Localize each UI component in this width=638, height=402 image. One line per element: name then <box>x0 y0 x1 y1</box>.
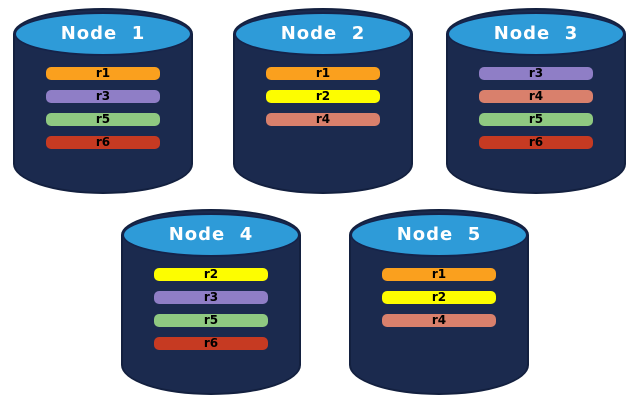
database-node-1: Node 1 r1 r3 r5 r6 <box>13 8 193 194</box>
replica-bar-r4: r4 <box>479 90 593 103</box>
node-label: Node 3 <box>493 22 579 44</box>
replica-bar-r3: r3 <box>154 291 268 304</box>
database-node-2: Node 2 r1 r2 r4 <box>233 8 413 194</box>
node-label: Node 4 <box>168 223 254 245</box>
replica-list: r3 r4 r5 r6 <box>479 67 593 149</box>
replica-bar-r5: r5 <box>154 314 268 327</box>
replica-bar-r5: r5 <box>46 113 160 126</box>
replica-bar-r4: r4 <box>382 314 496 327</box>
cylinder-cap: Node 3 <box>447 12 625 56</box>
replica-bar-r6: r6 <box>479 136 593 149</box>
replica-list: r2 r3 r5 r6 <box>154 268 268 350</box>
database-node-3: Node 3 r3 r4 r5 r6 <box>446 8 626 194</box>
replica-bar-r3: r3 <box>46 90 160 103</box>
cylinder-cap: Node 2 <box>234 12 412 56</box>
replica-bar-r6: r6 <box>46 136 160 149</box>
replica-bar-r6: r6 <box>154 337 268 350</box>
database-node-5: Node 5 r1 r2 r4 <box>349 209 529 395</box>
replica-list: r1 r2 r4 <box>266 67 380 126</box>
replica-bar-r1: r1 <box>266 67 380 80</box>
replica-bar-r5: r5 <box>479 113 593 126</box>
node-label: Node 1 <box>60 22 146 44</box>
cylinder-cap: Node 1 <box>14 12 192 56</box>
replica-bar-r4: r4 <box>266 113 380 126</box>
cylinder-cap: Node 4 <box>122 213 300 257</box>
database-node-4: Node 4 r2 r3 r5 r6 <box>121 209 301 395</box>
replica-bar-r2: r2 <box>266 90 380 103</box>
replica-bar-r3: r3 <box>479 67 593 80</box>
replica-list: r1 r3 r5 r6 <box>46 67 160 149</box>
replica-bar-r1: r1 <box>46 67 160 80</box>
node-label: Node 2 <box>280 22 366 44</box>
node-label: Node 5 <box>396 223 482 245</box>
replica-bar-r1: r1 <box>382 268 496 281</box>
replica-bar-r2: r2 <box>154 268 268 281</box>
cylinder-cap: Node 5 <box>350 213 528 257</box>
replica-list: r1 r2 r4 <box>382 268 496 327</box>
replica-bar-r2: r2 <box>382 291 496 304</box>
